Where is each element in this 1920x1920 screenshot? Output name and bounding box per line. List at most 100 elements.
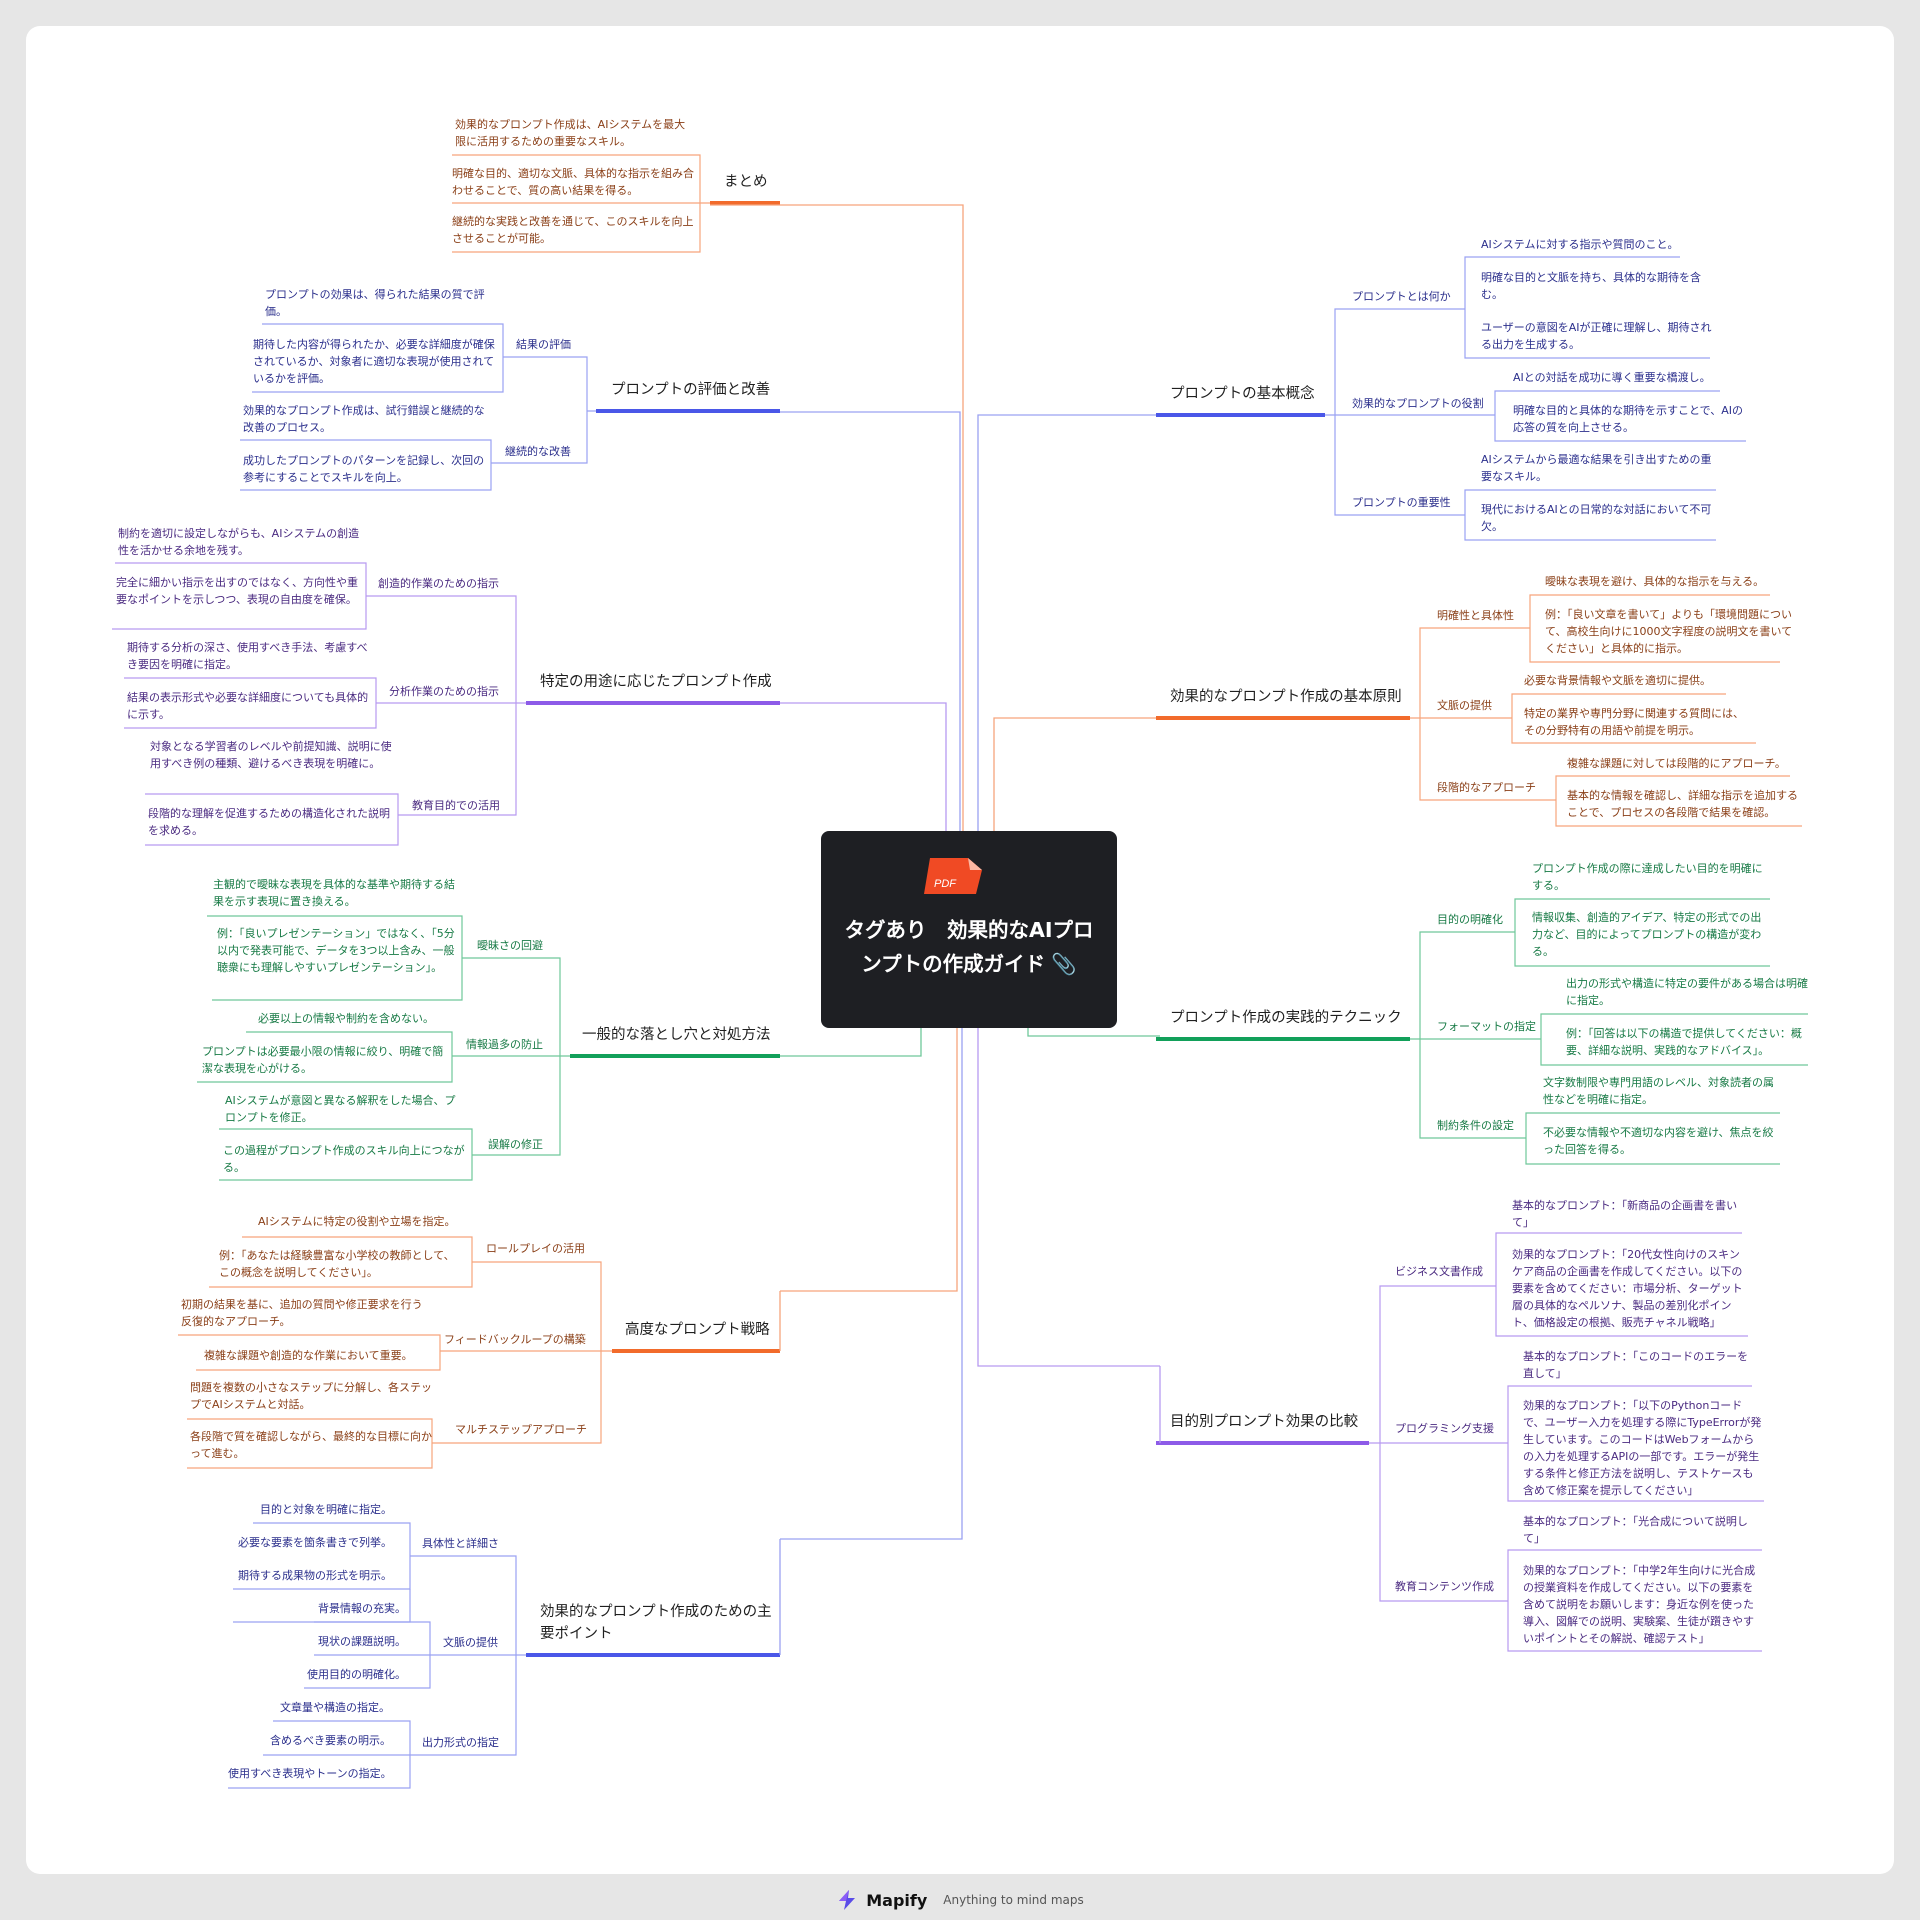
subtopic[interactable]: 分析作業のための指示	[389, 685, 499, 698]
note[interactable]: 現状の課題説明。	[318, 1635, 406, 1648]
note[interactable]: AIシステムに対する指示や質問のこと。	[1481, 238, 1679, 251]
paperclip-icon[interactable]: 📎	[1051, 952, 1077, 976]
subtopic[interactable]: プロンプトとは何か	[1352, 290, 1451, 303]
note[interactable]: プロンプト作成の際に達成したい目的を明確にする。	[1532, 862, 1763, 892]
lightning-bolt-icon	[839, 1890, 856, 1910]
note[interactable]: 効果的なプロンプト作成は、AIシステムを最大限に活用するための重要なスキル。	[455, 118, 686, 148]
note[interactable]: AIシステムに特定の役割や立場を指定。	[258, 1215, 456, 1228]
note[interactable]: 期待した内容が得られたか、必要な詳細度が確保されているか、対象者に適切な表現が使…	[253, 338, 495, 385]
subtopic[interactable]: フォーマットの指定	[1437, 1020, 1536, 1033]
subtopic[interactable]: 具体性と詳細さ	[422, 1537, 499, 1550]
note[interactable]: 複雑な課題に対しては段階的にアプローチ。	[1567, 757, 1786, 770]
note[interactable]: 必要以上の情報や制約を含めない。	[258, 1012, 434, 1025]
note[interactable]: 基本的なプロンプト：「光合成について説明して」	[1523, 1515, 1748, 1545]
note[interactable]: 例：「良いプレゼンテーション」ではなく、「5分以内で発表可能で、データを3つ以上…	[217, 927, 455, 974]
note[interactable]: 明確な目的と具体的な期待を示すことで、AIの応答の質を向上させる。	[1513, 404, 1743, 434]
subtopic[interactable]: 効果的なプロンプトの役割	[1352, 397, 1484, 410]
pdf-file-icon[interactable]: PDF	[922, 856, 984, 896]
subtopic[interactable]: ビジネス文書作成	[1395, 1265, 1483, 1278]
topic-principles[interactable]: 効果的なプロンプト作成の基本原則	[1170, 689, 1402, 705]
topic-techniques[interactable]: プロンプト作成の実践的テクニック	[1170, 1010, 1402, 1026]
note[interactable]: 複雑な課題や創造的な作業において重要。	[204, 1349, 413, 1362]
topic-keypoints[interactable]: 効果的なプロンプト作成のための主要ポイント	[540, 1604, 772, 1642]
note[interactable]: 成功したプロンプトのパターンを記録し、次回の参考にすることでスキルを向上。	[243, 454, 485, 484]
note[interactable]: 使用目的の明確化。	[307, 1668, 406, 1681]
note[interactable]: 基本的な情報を確認し、詳細な指示を追加することで、プロセスの各段階で結果を確認。	[1567, 789, 1798, 819]
note[interactable]: 必要な背景情報や文脈を適切に提供。	[1524, 674, 1711, 687]
note[interactable]: 対象となる学習者のレベルや前提知識、説明に使用すべき例の種類、避けるべき表現を明…	[150, 740, 392, 770]
topic-matome[interactable]: まとめ	[724, 174, 768, 190]
brand-name[interactable]: Mapify	[866, 1890, 928, 1910]
subtopic[interactable]: マルチステップアプローチ	[455, 1423, 587, 1436]
topic-comparison[interactable]: 目的別プロンプト効果の比較	[1170, 1414, 1359, 1430]
note[interactable]: 不必要な情報や不適切な内容を避け、焦点を絞った回答を得る。	[1543, 1126, 1774, 1156]
subtopic[interactable]: 教育コンテンツ作成	[1395, 1580, 1494, 1593]
note[interactable]: 必要な要素を箇条書きで列挙。	[238, 1536, 392, 1549]
note[interactable]: 明確な目的、適切な文脈、具体的な指示を組み合わせることで、質の高い結果を得る。	[452, 167, 694, 197]
note[interactable]: 背景情報の充実。	[318, 1602, 406, 1615]
note[interactable]: 使用すべき表現やトーンの指定。	[228, 1767, 392, 1780]
note[interactable]: プロンプトは必要最小限の情報に絞り、明確で簡潔な表現を心がける。	[202, 1045, 444, 1075]
note[interactable]: 出力の形式や構造に特定の要件がある場合は明確に指定。	[1566, 977, 1808, 1007]
subtopic[interactable]: 曖昧さの回避	[477, 939, 543, 952]
subtopic[interactable]: 制約条件の設定	[1437, 1119, 1514, 1132]
subtopic[interactable]: 出力形式の指定	[422, 1736, 499, 1749]
subtopic[interactable]: 文脈の提供	[1437, 699, 1492, 712]
note[interactable]: 例：「あなたは経験豊富な小学校の教師として、この概念を説明してください」。	[219, 1249, 455, 1279]
note[interactable]: ユーザーの意図をAIが正確に理解し、期待される出力を生成する。	[1481, 321, 1712, 351]
note[interactable]: 制約を適切に設定しながらも、AIシステムの創造性を活かせる余地を残す。	[118, 527, 360, 557]
note[interactable]: 目的と対象を明確に指定。	[260, 1503, 392, 1516]
note[interactable]: AIとの対話を成功に導く重要な橋渡し。	[1513, 371, 1711, 384]
note[interactable]: 結果の表示形式や必要な詳細度についても具体的に示す。	[127, 691, 369, 721]
topic-basics[interactable]: プロンプトの基本概念	[1170, 386, 1315, 402]
subtopic[interactable]: 誤解の修正	[488, 1138, 543, 1151]
topic-purpose[interactable]: 特定の用途に応じたプロンプト作成	[540, 674, 772, 690]
subtopic[interactable]: 結果の評価	[516, 338, 571, 351]
note[interactable]: 文章量や構造の指定。	[280, 1701, 390, 1714]
note[interactable]: 曖昧な表現を避け、具体的な指示を与える。	[1545, 575, 1765, 588]
note[interactable]: 含めるべき要素の明示。	[270, 1734, 391, 1747]
note[interactable]: 効果的なプロンプト作成は、試行錯誤と継続的な改善のプロセス。	[243, 404, 485, 434]
topic-advanced[interactable]: 高度なプロンプト戦略	[625, 1322, 770, 1338]
note[interactable]: AIシステムが意図と異なる解釈をした場合、プロンプトを修正。	[225, 1094, 456, 1124]
note[interactable]: 特定の業界や専門分野に関連する質問には、その分野特有の用語や前提を明示。	[1524, 707, 1744, 737]
note[interactable]: 期待する分析の深さ、使用すべき手法、考慮すべき要因を明確に指定。	[127, 641, 368, 671]
note[interactable]: 例：「回答は以下の構造で提供してください：概要、詳細な説明、実践的なアドバイス」…	[1566, 1027, 1802, 1057]
subtopic[interactable]: プロンプトの重要性	[1352, 496, 1451, 509]
subtopic[interactable]: 文脈の提供	[443, 1636, 498, 1649]
subtopic[interactable]: 明確性と具体性	[1437, 609, 1514, 622]
note[interactable]: 明確な目的と文脈を持ち、具体的な期待を含む。	[1481, 271, 1701, 301]
subtopic[interactable]: プログラミング支援	[1395, 1422, 1494, 1435]
subtopic[interactable]: 継続的な改善	[505, 445, 571, 458]
note[interactable]: 基本的なプロンプト：「このコードのエラーを直して」	[1523, 1350, 1749, 1380]
note[interactable]: 効果的なプロンプト：「20代女性向けのスキンケア商品の企画書を作成してください。…	[1512, 1248, 1743, 1329]
subtopic[interactable]: 目的の明確化	[1437, 913, 1503, 926]
note[interactable]: この過程がプロンプト作成のスキル向上につながる。	[223, 1144, 465, 1174]
note[interactable]: プロンプトの効果は、得られた結果の質で評価。	[265, 288, 485, 318]
subtopic[interactable]: フィードバックループの構築	[444, 1333, 586, 1346]
subtopic[interactable]: 創造的作業のための指示	[378, 577, 499, 590]
subtopic[interactable]: 情報過多の防止	[466, 1038, 543, 1051]
note[interactable]: 例：「良い文章を書いて」よりも「環境問題について、高校生向けに1000文字程度の…	[1545, 608, 1793, 655]
note[interactable]: 初期の結果を基に、追加の質問や修正要求を行う反復的なアプローチ。	[181, 1298, 423, 1328]
subtopic[interactable]: 教育目的での活用	[412, 799, 500, 812]
note[interactable]: 完全に細かい指示を出すのではなく、方向性や重要なポイントを示しつつ、表現の自由度…	[116, 576, 358, 606]
subtopic[interactable]: ロールプレイの活用	[486, 1242, 585, 1255]
note[interactable]: 情報収集、創造的アイデア、特定の形式での出力など、目的によってプロンプトの構造が…	[1532, 911, 1762, 958]
note[interactable]: 基本的なプロンプト：「新商品の企画書を書いて」	[1512, 1199, 1738, 1229]
note[interactable]: 現代におけるAIとの日常的な対話において不可欠。	[1481, 503, 1712, 533]
note[interactable]: 効果的なプロンプト：「以下のPythonコードで、ユーザー入力を処理する際にTy…	[1523, 1399, 1762, 1497]
note[interactable]: 主観的で曖昧な表現を具体的な基準や期待する結果を示す表現に置き換える。	[213, 878, 455, 908]
note[interactable]: AIシステムから最適な結果を引き出すための重要なスキル。	[1481, 453, 1712, 483]
subtopic[interactable]: 段階的なアプローチ	[1437, 781, 1536, 794]
root-title-text: タグあり 効果的なAIプロンプトの作成ガイド	[844, 918, 1094, 976]
note[interactable]: 期待する成果物の形式を明示。	[238, 1569, 392, 1582]
note[interactable]: 文字数制限や専門用語のレベル、対象読者の属性などを明確に指定。	[1543, 1076, 1774, 1106]
note[interactable]: 問題を複数の小さなステップに分解し、各ステップでAIシステムと対話。	[190, 1381, 432, 1411]
topic-evaluation[interactable]: プロンプトの評価と改善	[611, 382, 771, 398]
note[interactable]: 継続的な実践と改善を通じて、このスキルを向上させることが可能。	[452, 215, 694, 245]
note[interactable]: 各段階で質を確認しながら、最終的な目標に向かって進む。	[190, 1430, 432, 1460]
note[interactable]: 効果的なプロンプト：「中学2年生向けに光合成の授業資料を作成してください。以下の…	[1523, 1564, 1756, 1645]
note[interactable]: 段階的な理解を促進するための構造化された説明を求める。	[148, 807, 390, 837]
topic-pitfalls[interactable]: 一般的な落とし穴と対処方法	[582, 1027, 771, 1043]
